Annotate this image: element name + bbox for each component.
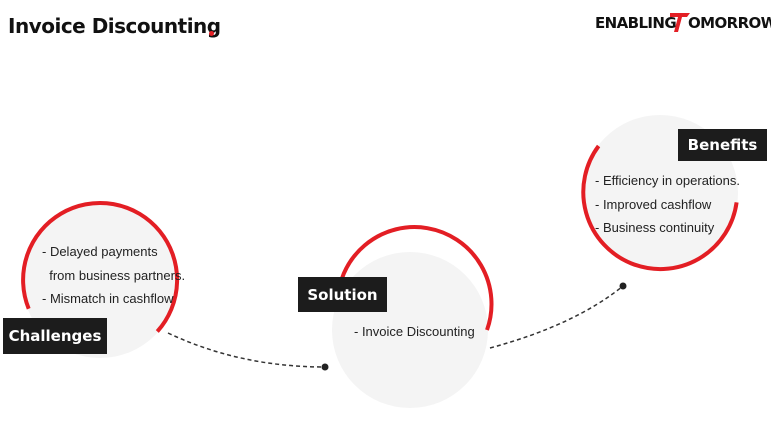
bullet-item: - Efficiency in operations. <box>595 173 740 188</box>
bullet-item: - Invoice Discounting <box>354 324 475 339</box>
bullet-item: - Business continuity <box>595 220 715 235</box>
connector-challenges-solution <box>167 332 326 368</box>
connector-solution-benefits <box>489 285 624 349</box>
solution-ring <box>335 225 494 331</box>
logo: ENABLING OMORROW <box>595 12 771 34</box>
logo-text-right: OMORROW <box>688 14 771 32</box>
benefits-points: - Efficiency in operations. - Improved c… <box>595 169 740 240</box>
solution-label: Solution <box>298 277 387 312</box>
solution-points: - Invoice Discounting <box>354 320 475 344</box>
bullet-item: from business partners. <box>42 267 186 283</box>
bullet-item: - Delayed payments <box>42 244 158 259</box>
connector-dot-1 <box>321 363 329 371</box>
challenges-ring <box>21 201 180 333</box>
challenges-points: - Delayed payments from business partner… <box>42 240 185 311</box>
logo-t-mark-icon <box>670 13 690 32</box>
benefits-ring <box>581 144 739 272</box>
logo-text-left: ENABLING <box>595 14 677 32</box>
page-title: Invoice Discounting <box>8 14 221 38</box>
connector-dot-2 <box>619 282 627 290</box>
benefits-label: Benefits <box>678 129 767 161</box>
bullet-item: - Improved cashflow <box>595 196 712 212</box>
bullet-item: - Mismatch in cashflow <box>42 291 174 306</box>
title-accent-dot <box>209 31 214 36</box>
challenges-label: Challenges <box>3 318 107 354</box>
